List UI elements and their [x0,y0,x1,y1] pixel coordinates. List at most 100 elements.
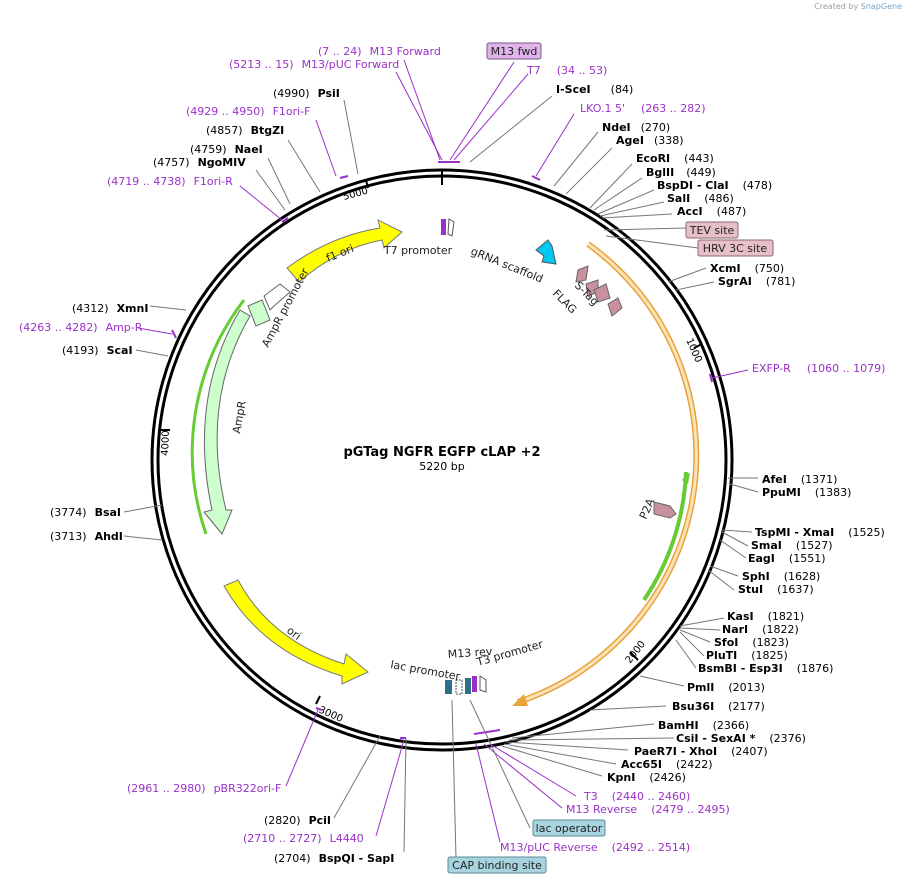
primer-f1ori-f[interactable]: (4929 .. 4950)F1ori-F [186,105,311,118]
box-m13-fwd-label: M13 fwd [491,45,538,58]
feature-lac-promoter-label: lac promoter [389,658,461,683]
enzyme-sgrai[interactable]: SgrAI(781) [718,275,795,288]
box-cap-binding-site-label: CAP binding site [452,859,542,872]
feature-ampr-promoter-green [247,299,271,327]
enzyme-acci[interactable]: AccI(487) [677,205,746,218]
enzyme-bglii[interactable]: BglII(449) [646,166,716,179]
tick-5000: 5000 [342,186,369,203]
primer-mark-ampr [171,329,177,339]
box-m13-fwd[interactable] [486,42,542,60]
feature-ampr-promoter-arrow[interactable] [263,283,291,311]
feature-orange-arrowhead [512,694,528,706]
primer-lko1-5[interactable]: LKO.1 5'(263 .. 282) [580,102,706,115]
enzyme-bamhi[interactable]: BamHI(2366) [658,719,749,732]
feature-m13-rev-label: M13 rev [447,645,493,661]
feature-tag-arrow-4[interactable] [607,297,623,317]
feature-p2a-arrow[interactable] [653,501,677,519]
tick-mark-2000 [629,651,639,661]
m13-rev-mark [465,678,471,694]
enzyme-stui[interactable]: StuI(1637) [738,583,814,596]
enzyme-xcmi[interactable]: XcmI(750) [710,262,784,275]
enzyme-naei[interactable]: (4759)NaeI [190,143,263,156]
feature-ampr-arrow[interactable] [203,309,251,535]
box-hrv-3c-site[interactable] [697,239,774,257]
primer-amp-r[interactable]: (4263 .. 4282)Amp-R [19,321,143,334]
box-tev-site[interactable] [685,221,739,239]
enzyme-pmli[interactable]: PmlI(2013) [687,681,765,694]
enzyme-i-scei[interactable]: I-SceI(84) [556,83,633,96]
box-lac-operator[interactable] [532,819,606,837]
primer-m13-reverse[interactable]: M13 Reverse(2479 .. 2495) [566,803,730,816]
enzyme-acc65i[interactable]: Acc65I(2422) [621,758,713,771]
feature-orange-arc[interactable] [517,241,700,705]
t3-promoter-arrow [479,675,487,693]
box-cap-binding-site[interactable] [447,856,547,874]
enzyme-bsu36i[interactable]: Bsu36I(2177) [672,700,765,713]
primer-t7[interactable]: T7(34 .. 53) [526,64,607,77]
primer-m13-forward[interactable]: (7 .. 24)M13 Forward [318,45,441,58]
primer-m13-puc-reverse[interactable]: M13/pUC Reverse(2492 .. 2514) [500,841,690,854]
enzyme-ngomiv[interactable]: (4757)NgoMIV [153,156,246,169]
feature-ori-arrow[interactable] [223,579,369,685]
enzyme-bsai[interactable]: (3774)BsaI [50,506,121,519]
feature-tag-arrow-1[interactable] [575,265,589,283]
primer-f1ori-r[interactable]: (4719 .. 4738)F1ori-R [107,175,233,188]
plasmid-size: 5220 bp [419,460,464,473]
t7-promoter-arrow [447,218,455,237]
enzyme-scai[interactable]: (4193)ScaI [62,344,133,357]
enzyme-csii-sexai[interactable]: CsiI - SexAI *(2376) [676,732,806,745]
enzyme-smai[interactable]: SmaI(1527) [751,539,832,552]
enzyme-tspmi-xmai[interactable]: TspMI - XmaI(1525) [755,526,885,539]
enzyme-sfoi[interactable]: SfoI(1823) [714,636,789,649]
snapgene-credit: Created by SnapGene [814,2,902,11]
feature-ampr-label: AmpR [230,400,249,435]
feature-t3-promoter-label: T3 promoter [474,637,545,669]
feature-p2a-green-arrowhead [682,472,690,484]
enzyme-ahdi[interactable]: (3713)AhdI [50,530,123,543]
primer-mark-exfp [709,373,713,383]
enzyme-sali[interactable]: SalI(486) [667,192,734,205]
enzyme-ecori[interactable]: EcoRI(443) [636,152,714,165]
enzyme-pluti[interactable]: PluTI(1825) [706,649,788,662]
feature-grna-scaffold-arrow[interactable] [535,239,557,265]
enzyme-paer7i-xhoi[interactable]: PaeR7I - XhoI(2407) [634,745,768,758]
primer-l4440[interactable]: (2710 .. 2727)L4440 [243,832,364,845]
primer-exfp-r[interactable]: EXFP-R(1060 .. 1079) [752,362,885,375]
enzyme-psii[interactable]: (4990)PsiI [273,87,340,100]
lac-operator-mark [455,679,463,695]
enzyme-pcii[interactable]: (2820)PciI [264,814,331,827]
primer-pbr322ori-f[interactable]: (2961 .. 2980)pBR322ori-F [127,782,281,795]
enzyme-ndei[interactable]: NdeI(270) [602,121,670,134]
enzyme-labels-left: (4990)PsiI (4857)BtgZI (4759)NaeI (4757)… [50,87,394,865]
enzyme-kpni[interactable]: KpnI(2426) [607,771,686,784]
lac-promoter-mark [445,680,452,694]
enzyme-ppumi[interactable]: PpuMI(1383) [762,486,851,499]
enzyme-labels-right: I-SceI(84) NdeI(270) AgeI(338) EcoRI(443… [556,83,885,784]
enzyme-eagi[interactable]: EagI(1551) [748,552,825,565]
primer-t3[interactable]: T3(2440 .. 2460) [583,790,690,803]
primer-mark-f1ori-r [281,217,289,223]
tick-4000: 4000 [160,430,172,456]
feature-t7-promoter-label: T7 promoter [383,244,453,257]
feature-f1-ori-arrow[interactable] [286,219,403,283]
leader-lines [123,59,759,859]
enzyme-afei[interactable]: AfeI(1371) [762,473,837,486]
feature-p2a-green-arc[interactable] [642,471,688,602]
primer-labels: (7 .. 24)M13 Forward (5213 .. 15)M13/pUC… [19,45,885,854]
enzyme-sphi[interactable]: SphI(1628) [742,570,820,583]
enzyme-bspqi-sapi[interactable]: (2704)BspQI - SapI [274,852,394,865]
tick-mark-3000 [315,695,321,705]
enzyme-xmni[interactable]: (4312)XmnI [72,302,148,315]
feature-tag-arrow-3[interactable] [593,283,611,303]
enzyme-kasi[interactable]: KasI(1821) [727,610,804,623]
feature-flag-label: FLAG [550,287,579,316]
enzyme-btgzi[interactable]: (4857)BtgZI [206,124,284,137]
primer-m13-puc-forward[interactable]: (5213 .. 15)M13/pUC Forward [229,58,399,71]
enzyme-nari[interactable]: NarI(1822) [722,623,799,636]
feature-grna-scaffold-label: gRNA scaffold [469,245,545,286]
enzyme-bsmbi-esp3i[interactable]: BsmBI - Esp3I(1876) [698,662,833,675]
enzyme-bspdi-clai[interactable]: BspDI - ClaI(478) [657,179,772,192]
primer-mark-pbr [315,707,323,711]
enzyme-agei[interactable]: AgeI(338) [616,134,684,147]
